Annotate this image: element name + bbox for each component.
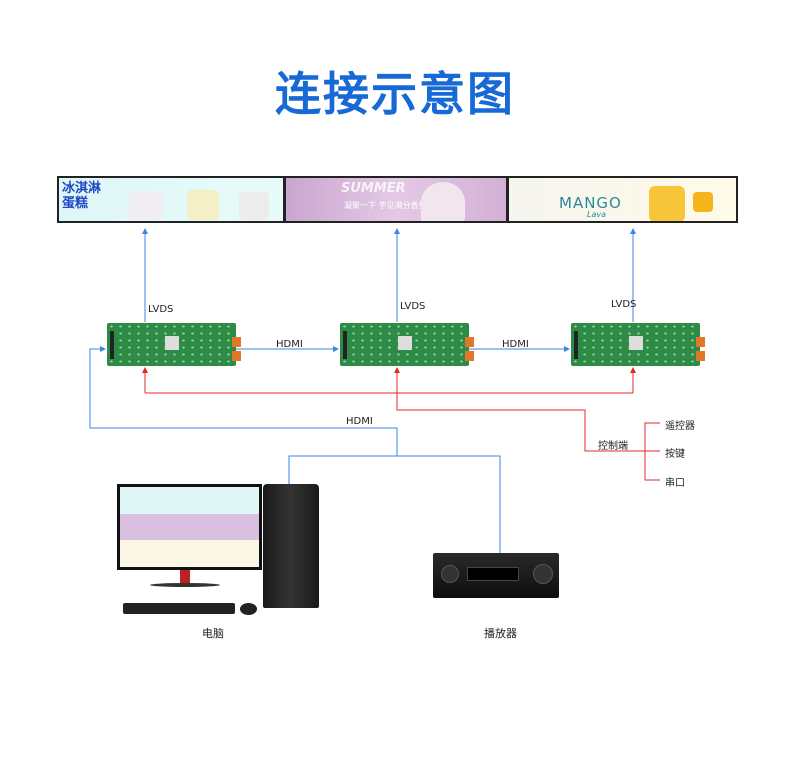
hdmi-source-line <box>89 346 398 456</box>
panel-text: MANGO <box>559 194 622 212</box>
page-title: 连接示意图 <box>275 67 515 121</box>
mouse <box>240 603 257 615</box>
panel-text: 冰淇淋蛋糕 <box>62 181 102 211</box>
monitor-stand <box>180 570 190 584</box>
monitor-base <box>150 583 220 587</box>
control-line <box>396 393 660 452</box>
source-split-line <box>288 455 501 553</box>
driver-board-2 <box>340 323 474 366</box>
pc-monitor <box>117 484 262 570</box>
button-label: 按键 <box>665 449 685 460</box>
lvds-label-1: LVDS <box>148 304 174 315</box>
hdmi-label-3: HDMI <box>346 416 373 427</box>
keyboard <box>123 603 235 614</box>
serial-label: 串口 <box>665 478 685 489</box>
hdmi-label-2: HDMI <box>502 339 529 350</box>
panel-text: SUMMER <box>341 181 406 196</box>
lvds-label-2: LVDS <box>400 301 426 312</box>
panel-subtext: Lava <box>587 210 606 219</box>
pc-tower <box>263 484 319 608</box>
display-panel-2: SUMMER 凝聚一下 芋见满分香甜! <box>284 176 508 223</box>
panel-subtext: 凝聚一下 芋见满分香甜! <box>344 201 430 210</box>
hdmi-label-1: HDMI <box>276 339 303 350</box>
pc-label: 电脑 <box>202 627 224 640</box>
driver-board-3 <box>571 323 705 366</box>
media-player <box>433 553 559 598</box>
driver-board-1 <box>107 323 241 366</box>
remote-label: 遥控器 <box>665 421 695 432</box>
lvds-label-3: LVDS <box>611 299 637 310</box>
player-label: 播放器 <box>484 627 517 640</box>
control-label: 控制端 <box>598 441 628 452</box>
display-panel-3: MANGO Lava <box>507 176 738 223</box>
control-branches <box>644 422 660 481</box>
display-panel-1: 冰淇淋蛋糕 <box>57 176 285 223</box>
